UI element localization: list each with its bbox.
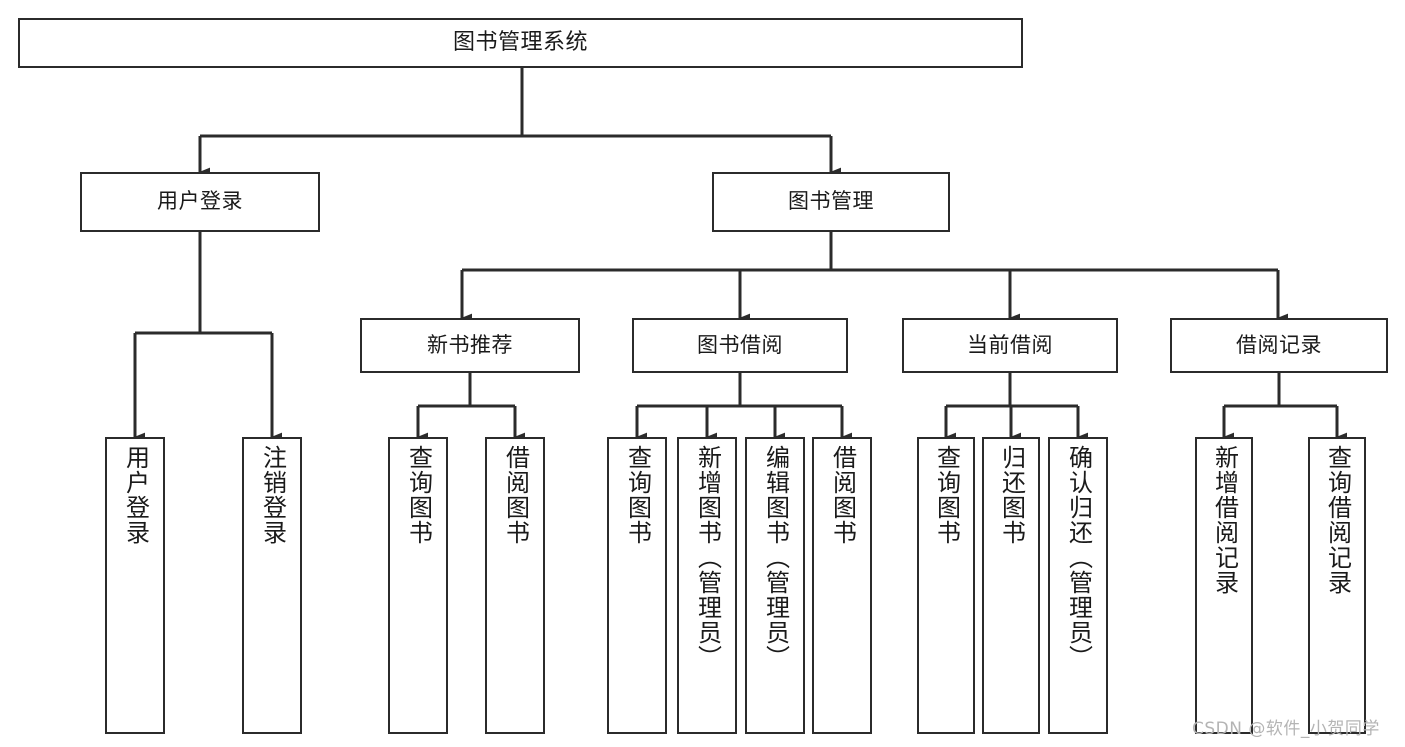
node-leaf-borrow-add[interactable]: 新增图书（管理员） — [677, 437, 737, 734]
node-label-leaf-record-add: 新增借阅记录 — [1210, 445, 1239, 595]
node-label-leaf-borrow-add: 新增图书（管理员） — [693, 445, 722, 670]
node-label-leaf-newbook-query: 查询图书 — [404, 445, 433, 545]
node-login[interactable]: 用户登录 — [80, 172, 320, 232]
node-label-leaf-newbook-borrow: 借阅图书 — [501, 445, 530, 545]
node-borrow[interactable]: 图书借阅 — [632, 318, 848, 373]
node-label-leaf-record-query: 查询借阅记录 — [1323, 445, 1352, 595]
node-newbook[interactable]: 新书推荐 — [360, 318, 580, 373]
node-leaf-borrow-edit[interactable]: 编辑图书（管理员） — [745, 437, 805, 734]
node-label-current: 当前借阅 — [967, 332, 1053, 357]
node-label-leaf-borrow-lend: 借阅图书 — [828, 445, 857, 545]
node-label-leaf-borrow-query: 查询图书 — [623, 445, 652, 545]
node-label-leaf-borrow-edit: 编辑图书（管理员） — [761, 445, 790, 670]
node-leaf-current-query[interactable]: 查询图书 — [917, 437, 975, 734]
node-leaf-current-return[interactable]: 归还图书 — [982, 437, 1040, 734]
node-label-leaf-current-confirm: 确认归还（管理员） — [1064, 445, 1093, 670]
node-current[interactable]: 当前借阅 — [902, 318, 1118, 373]
node-label-leaf-current-query: 查询图书 — [932, 445, 961, 545]
node-leaf-borrow-lend[interactable]: 借阅图书 — [812, 437, 872, 734]
node-leaf-record-query[interactable]: 查询借阅记录 — [1308, 437, 1366, 734]
node-leaf-newbook-borrow[interactable]: 借阅图书 — [485, 437, 545, 734]
node-label-root: 图书管理系统 — [452, 29, 588, 55]
node-label-borrow: 图书借阅 — [697, 332, 783, 357]
node-leaf-current-confirm[interactable]: 确认归还（管理员） — [1048, 437, 1108, 734]
node-leaf-user-logout[interactable]: 注销登录 — [242, 437, 302, 734]
node-label-records: 借阅记录 — [1236, 332, 1322, 357]
node-label-newbook: 新书推荐 — [427, 332, 513, 357]
node-leaf-newbook-query[interactable]: 查询图书 — [388, 437, 448, 734]
node-label-leaf-current-return: 归还图书 — [997, 445, 1026, 545]
node-records[interactable]: 借阅记录 — [1170, 318, 1388, 373]
node-label-login: 用户登录 — [157, 189, 243, 214]
node-leaf-record-add[interactable]: 新增借阅记录 — [1195, 437, 1253, 734]
edge-group — [133, 68, 1348, 442]
node-root[interactable]: 图书管理系统 — [18, 18, 1023, 68]
node-label-leaf-user-logout: 注销登录 — [258, 445, 287, 545]
node-bookmgmt[interactable]: 图书管理 — [712, 172, 950, 232]
node-leaf-borrow-query[interactable]: 查询图书 — [607, 437, 667, 734]
node-label-bookmgmt: 图书管理 — [788, 189, 874, 214]
node-label-leaf-user-login: 用户登录 — [121, 445, 150, 545]
node-leaf-user-login[interactable]: 用户登录 — [105, 437, 165, 734]
